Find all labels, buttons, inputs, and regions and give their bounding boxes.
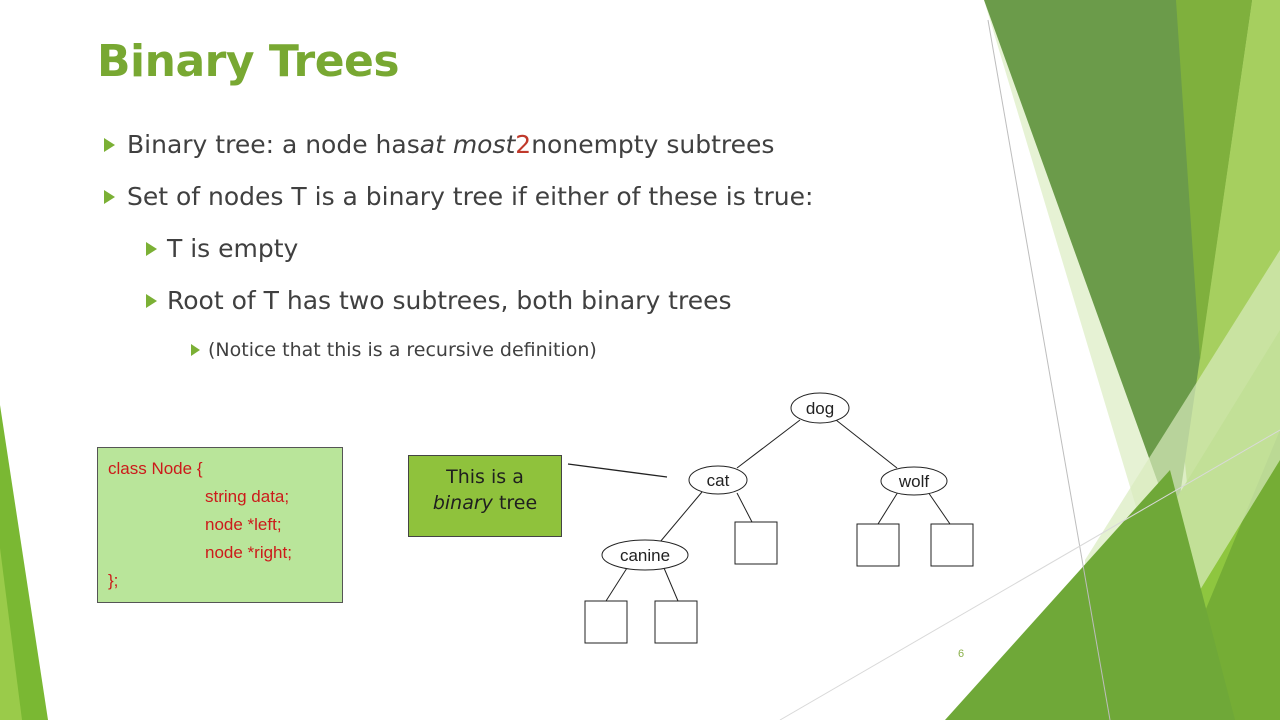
edge-canine-right	[663, 567, 679, 602]
empty-subtree-box	[856, 523, 900, 567]
bullet-text: T is empty	[167, 234, 299, 263]
bullet-number: 2	[515, 130, 532, 159]
binary-tree-callout: This is a binary tree	[408, 455, 562, 537]
callout-rest: tree	[492, 492, 538, 514]
bullet-arrow-icon	[104, 137, 115, 152]
tree-node-cat: cat	[688, 465, 748, 495]
empty-subtree-box	[734, 521, 778, 565]
callout-line-1: This is a	[446, 466, 524, 488]
node-label: cat	[707, 471, 730, 490]
code-line: };	[108, 571, 119, 590]
edge-wolf-right	[927, 491, 951, 525]
tree-node-dog: dog	[790, 392, 850, 424]
left-wedge-shape	[0, 405, 48, 720]
bottom-center-shape	[945, 470, 1235, 720]
edge-cat-right	[736, 492, 753, 523]
bullet-text: Set of nodes T is a binary tree if eithe…	[127, 182, 814, 211]
code-line: node *left;	[205, 515, 282, 534]
bullet-text-suffix: nonempty subtrees	[531, 130, 775, 159]
left-wedge-light-shape	[0, 548, 22, 720]
code-box: class Node { string data; node *left; no…	[97, 447, 343, 603]
bullet-arrow-icon	[104, 189, 115, 204]
node-label: dog	[806, 399, 834, 418]
bullet-emphasis: at most	[419, 130, 516, 159]
tree-node-canine: canine	[601, 539, 689, 571]
thin-line-decoration	[987, 19, 1111, 720]
bullet-recursive-note: (Notice that this is a recursive definit…	[191, 339, 597, 361]
edge-dog-cat	[736, 419, 801, 469]
bullet-binary-tree-definition: Binary tree: a node has at most 2 nonemp…	[104, 130, 774, 159]
edge-wolf-left	[877, 491, 899, 525]
slide-title: Binary Trees	[97, 36, 400, 87]
edge-dog-wolf	[835, 419, 898, 469]
bullet-arrow-icon	[191, 344, 200, 356]
bullet-arrow-icon	[146, 293, 157, 308]
tree-edges	[605, 419, 951, 602]
bullet-t-empty: T is empty	[146, 234, 298, 263]
empty-subtree-box	[930, 523, 974, 567]
node-label: wolf	[898, 472, 930, 491]
thin-line-decoration-2	[779, 429, 1280, 720]
right-accent-shape	[1176, 0, 1252, 360]
page-number: 6	[958, 648, 965, 660]
node-label: canine	[620, 546, 670, 565]
code-line: node *right;	[205, 543, 292, 562]
code-line: string data;	[205, 487, 290, 506]
callout-emphasis: binary	[432, 492, 493, 514]
bullet-text: (Notice that this is a recursive definit…	[208, 339, 597, 361]
bullet-root-two-subtrees: Root of T has two subtrees, both binary …	[146, 286, 732, 315]
callout-line-2: binary tree	[409, 490, 561, 516]
tree-node-wolf: wolf	[880, 466, 948, 496]
empty-subtree-box	[654, 600, 698, 644]
empty-subtrees	[584, 521, 974, 644]
bullet-text: Root of T has two subtrees, both binary …	[167, 286, 732, 315]
bullet-set-of-nodes: Set of nodes T is a binary tree if eithe…	[104, 182, 813, 211]
code-line: class Node {	[108, 459, 203, 478]
edge-cat-canine	[659, 491, 703, 543]
bullet-arrow-icon	[146, 241, 157, 256]
empty-subtree-box	[584, 600, 628, 644]
bullet-text: Binary tree: a node has	[127, 130, 420, 159]
edge-canine-left	[605, 567, 628, 602]
callout-pointer-line	[567, 463, 668, 478]
